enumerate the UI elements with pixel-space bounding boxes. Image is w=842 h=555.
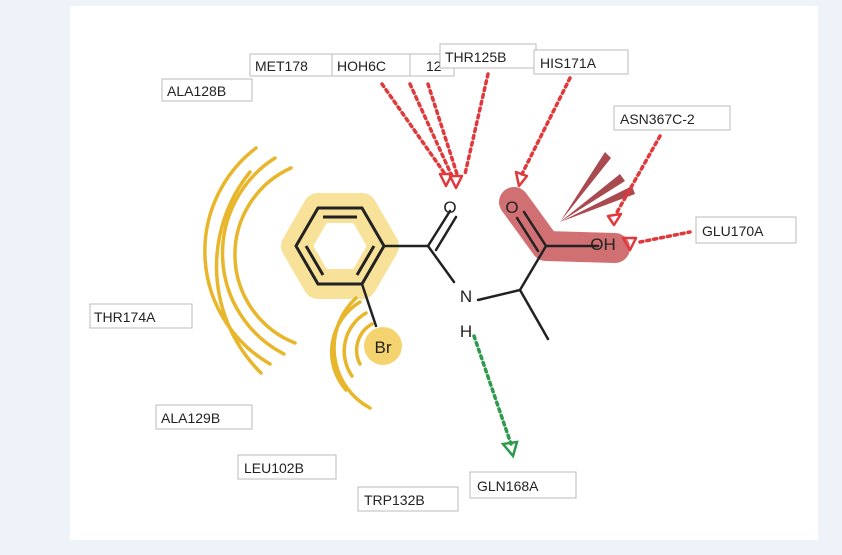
atom-h: H <box>460 322 472 341</box>
residue-text: HOH6C <box>337 58 386 74</box>
residue-text: THR174A <box>94 309 156 325</box>
atom-oh: OH <box>590 235 616 254</box>
hbond-arrowheads-red <box>438 170 638 252</box>
residue-text: 12 <box>426 58 442 74</box>
residue-label-glu170a: GLU170A <box>695 216 797 244</box>
residue-label-trp132b: TRP132B <box>357 486 459 512</box>
residue-text: GLU170A <box>702 223 764 239</box>
residue-text: TRP132B <box>364 492 425 508</box>
salt-bridge-wedges <box>560 152 635 222</box>
hbond-line-green <box>472 334 513 446</box>
residue-box <box>695 216 797 244</box>
ligand-interaction-diagram: O O OH N H Br ALA128B MET178 12 HOH6C TH… <box>89 43 797 512</box>
residue-label-thr125b: THR125B <box>439 43 537 69</box>
atom-br: Br <box>375 338 392 357</box>
diagram-canvas: O O OH N H Br ALA128B MET178 12 HOH6C TH… <box>70 6 818 540</box>
residue-label-his171a: HIS171A <box>533 49 629 75</box>
residue-box <box>161 78 253 102</box>
residue-box <box>469 471 577 499</box>
residue-text: GLN168A <box>477 478 539 494</box>
hbond-lines-red <box>380 72 692 244</box>
residue-label-thr174a: THR174A <box>89 303 193 329</box>
residue-label-asn367c: ASN367C-2 <box>613 105 731 131</box>
residue-label-gln168a: GLN168A <box>469 471 577 499</box>
residue-text: ASN367C-2 <box>620 111 695 127</box>
residue-text: HIS171A <box>540 55 597 71</box>
hydrophobic-arcs-ring <box>203 146 297 375</box>
hbond-arrowhead-green <box>500 440 519 459</box>
residue-box <box>533 49 629 75</box>
residue-box <box>357 486 459 512</box>
residue-text: ALA128B <box>167 83 226 99</box>
residue-text: ALA129B <box>161 410 220 426</box>
atom-n: N <box>460 287 472 306</box>
atom-o-amide: O <box>443 198 456 217</box>
atom-o-acid: O <box>505 198 518 217</box>
residue-label-ala129b: ALA129B <box>155 404 253 430</box>
residue-text: THR125B <box>445 49 506 65</box>
residue-label-hoh6c: HOH6C <box>331 53 411 77</box>
residue-label-ala128b: ALA128B <box>161 78 253 102</box>
residue-box <box>613 105 731 131</box>
residue-text: LEU102B <box>244 460 304 476</box>
residue-box <box>237 454 337 480</box>
residue-box <box>89 303 193 329</box>
residue-label-met178: MET178 <box>249 53 337 77</box>
bonds <box>360 209 600 341</box>
residue-box <box>155 404 253 430</box>
bromine-glow <box>364 327 402 365</box>
residue-text: MET178 <box>255 58 308 74</box>
hydrophobic-arcs-bromine <box>329 296 374 410</box>
residue-box <box>331 53 411 77</box>
residue-label-leu102b: LEU102B <box>237 454 337 480</box>
